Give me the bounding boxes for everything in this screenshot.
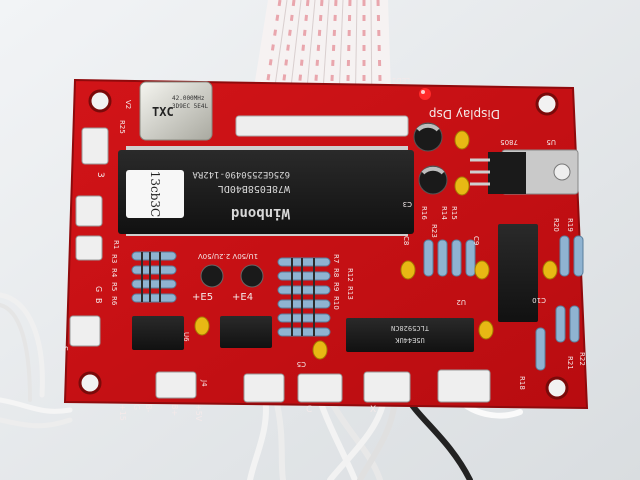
ic-right-vertical <box>498 224 538 322</box>
crystal-oscillator: TXC 42.000MHz 3D9EC 5E4L <box>139 81 213 141</box>
label-r18: R18 <box>518 376 526 390</box>
label-caps: 1U/50V 2.2U/50V <box>198 252 258 260</box>
mounting-holes <box>78 89 569 400</box>
label-j4: J4 <box>200 379 208 387</box>
label-r13: R13 <box>346 286 354 300</box>
osc-line1: 42.000MHz <box>172 95 205 102</box>
label-c5: C5 <box>297 360 306 368</box>
regulator-label: 7805 <box>500 138 518 146</box>
silkscreen-labels: +E5 +E4 1U/50V 2.2U/50V V2 R25 3 R1 R3 R… <box>60 100 586 422</box>
label-r22: R22 <box>578 352 586 366</box>
pin-b-plus: B+ <box>170 404 179 416</box>
osc-brand: TXC <box>152 105 174 119</box>
label-r25: R25 <box>118 120 126 134</box>
label-r23: R23 <box>430 224 438 238</box>
label-e5: +E5 <box>192 292 213 303</box>
label-r7: R7 <box>332 254 340 263</box>
ic-u2-text: TLC5928CN <box>391 324 429 332</box>
label-r5: R5 <box>110 282 118 291</box>
electrolytic-capacitors-top <box>413 122 448 195</box>
label-c10: C10 <box>532 296 546 304</box>
led-red <box>419 88 431 100</box>
led-label: LED1 <box>392 76 410 84</box>
voltage-regulator <box>470 149 579 195</box>
electrolytic-capacitors-small <box>200 264 264 288</box>
label-r9: R9 <box>332 282 340 291</box>
pin-5v: +5V <box>194 404 203 422</box>
label-v2: V2 <box>124 100 132 109</box>
label-c8: C8 <box>402 236 410 245</box>
label-r14: R14 <box>440 206 448 220</box>
chip-part: W78E058B40DL <box>218 183 290 194</box>
label-three: 3 <box>95 172 105 178</box>
label-b: B <box>94 298 103 304</box>
label-r8: R8 <box>332 268 340 277</box>
chip-brand: Winbond <box>231 205 290 221</box>
resistor-bank-middle <box>277 257 331 337</box>
label-c3: C3 <box>403 200 412 208</box>
ribbon-header <box>235 115 409 137</box>
label-r4: R4 <box>110 268 118 278</box>
label-r21: R21 <box>566 356 574 370</box>
ic-left-middle <box>220 316 272 348</box>
label-s: S <box>60 346 69 351</box>
osc-line2: 3D9EC 5E4L <box>172 103 209 110</box>
pin-g: G <box>132 404 141 410</box>
label-u2: U2 <box>456 298 466 306</box>
label-r12: R12 <box>346 268 354 282</box>
label-r16: R16 <box>420 206 428 220</box>
board-title: Display Dsp <box>429 107 500 121</box>
resistor-bank-left <box>131 251 177 303</box>
ic-u2: TLC5928CN U5E44UK <box>346 318 474 352</box>
bottom-connectors <box>155 369 491 403</box>
label-r10: R10 <box>332 296 340 310</box>
chip-code: 625GE2550490-142RA <box>192 169 290 179</box>
label-x: X <box>370 405 376 415</box>
left-connectors <box>69 127 109 347</box>
pin-b-minus: B- <box>144 404 153 412</box>
label-r6: R6 <box>110 296 118 306</box>
label-g: G <box>94 286 103 292</box>
microcontroller-chip: 625GE2550490-142RA W78E058B40DL Winbond … <box>118 146 414 236</box>
label-r3: R3 <box>110 254 118 263</box>
label-r20: R20 <box>552 218 560 232</box>
ceramic-capacitors <box>194 130 558 360</box>
regulator-ref: U5 <box>546 138 556 146</box>
label-e4: +E4 <box>232 292 253 303</box>
label-r15: R15 <box>450 206 458 220</box>
label-r1: R1 <box>112 240 120 249</box>
label-u6: U6 <box>182 332 190 342</box>
label-c9: C9 <box>472 236 480 245</box>
ic-u6 <box>132 316 184 350</box>
label-c: C <box>306 405 312 415</box>
resistor-bank-right <box>423 235 584 371</box>
chip-sticker: 13cb3C <box>148 171 162 218</box>
pin-15: +15 <box>118 404 127 421</box>
ic-u2-text-b: U5E44UK <box>394 336 424 344</box>
label-r19: R19 <box>566 218 574 232</box>
